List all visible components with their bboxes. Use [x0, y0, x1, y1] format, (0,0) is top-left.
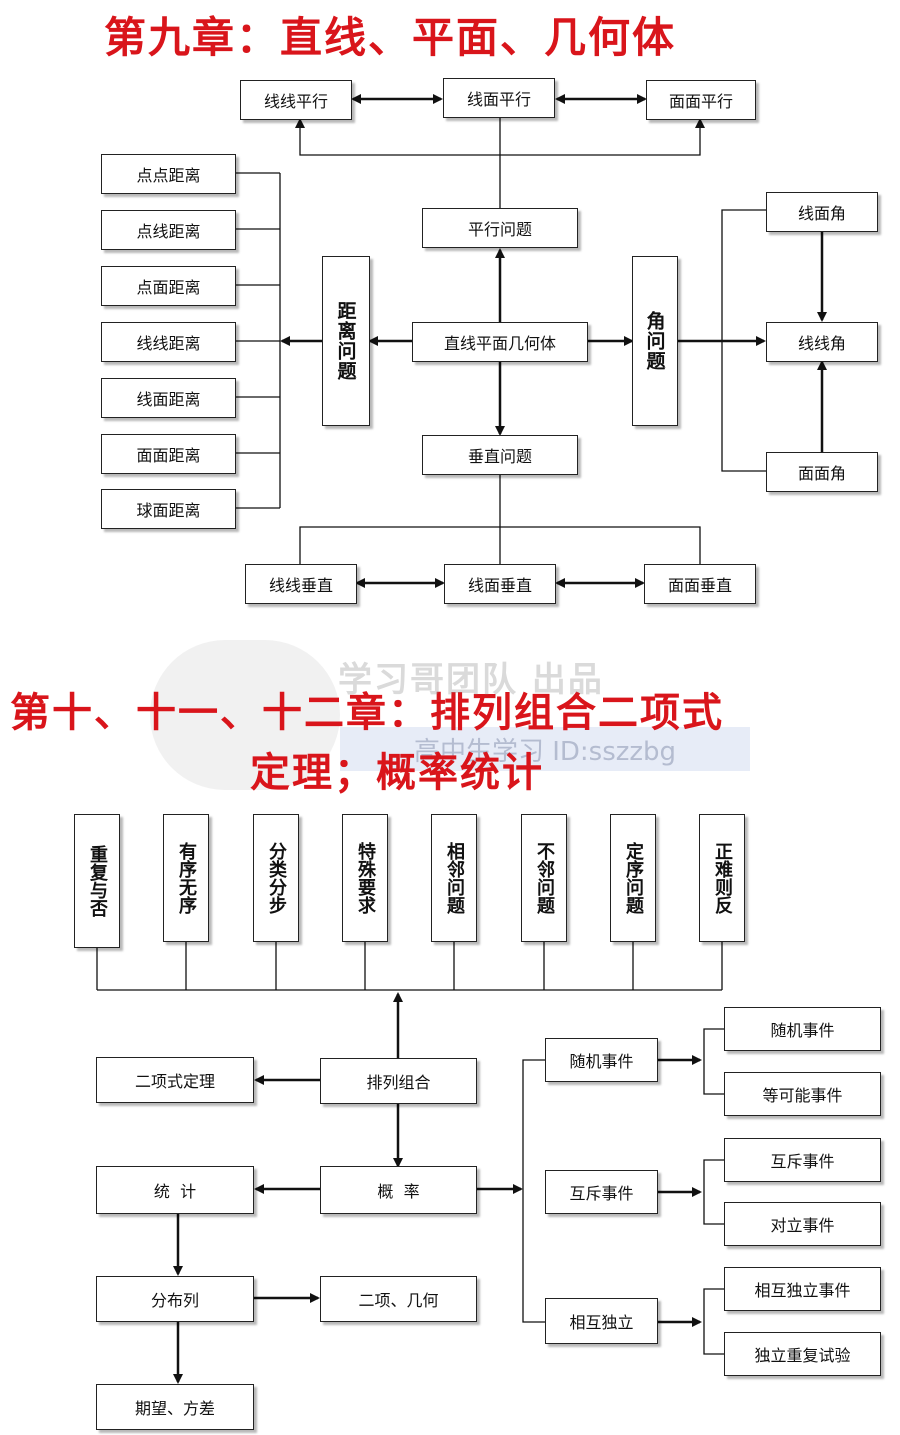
parallel-line-plane: 线面平行: [443, 78, 555, 118]
perp-line-line: 线线垂直: [245, 564, 357, 604]
watermark-team: 学习哥团队 出品: [338, 660, 604, 700]
parallel-plane-plane: 面面平行: [646, 80, 756, 120]
distance-line-line: 线线距离: [101, 322, 236, 362]
method-order: 有序无序: [163, 814, 209, 942]
probability: 概 率: [320, 1166, 477, 1214]
chapter-9-title: 第九章：直线、平面、几何体: [104, 13, 677, 62]
binomial-theorem: 二项式定理: [96, 1057, 254, 1103]
independent-event-item: 相互独立事件: [724, 1267, 881, 1311]
angle-line-line: 线线角: [766, 322, 878, 362]
watermark-mascot: [150, 640, 340, 790]
complementary-event: 对立事件: [724, 1202, 881, 1246]
distance-point-plane: 点面距离: [101, 266, 236, 306]
method-classify: 分类分步: [253, 814, 299, 942]
perp-plane-plane: 面面垂直: [644, 564, 756, 604]
method-nonadjacent: 不邻问题: [521, 814, 567, 942]
perp-line-plane: 线面垂直: [444, 564, 556, 604]
distribution: 分布列: [96, 1276, 254, 1322]
expectation-variance: 期望、方差: [96, 1384, 254, 1430]
method-fixed-order: 定序问题: [610, 814, 656, 942]
random-event-item: 随机事件: [724, 1007, 881, 1051]
distance-point-line: 点线距离: [101, 210, 236, 250]
statistics: 统 计: [96, 1166, 254, 1214]
event-random: 随机事件: [545, 1038, 658, 1082]
method-complement: 正难则反: [699, 814, 745, 942]
event-exclusive: 互斥事件: [545, 1170, 658, 1214]
distance-sphere: 球面距离: [101, 489, 236, 529]
angle-plane-plane: 面面角: [766, 452, 878, 492]
event-independent: 相互独立: [545, 1298, 658, 1344]
parallel-problem: 平行问题: [422, 208, 578, 248]
perpendicular-problem: 垂直问题: [422, 435, 578, 475]
method-repeat: 重复与否: [74, 814, 120, 948]
distance-problem: 距离问题: [322, 256, 370, 426]
method-adjacent: 相邻问题: [431, 814, 477, 942]
angle-problem: 角问题: [632, 256, 678, 426]
binomial-geometric: 二项、几何: [320, 1276, 477, 1322]
chapter-10-title-line1: 第十、十一、十二章：排列组合二项式: [10, 689, 724, 736]
repeated-trials: 独立重复试验: [724, 1332, 881, 1376]
equally-likely-event: 等可能事件: [724, 1072, 881, 1116]
parallel-line-line: 线线平行: [240, 80, 352, 120]
distance-point-point: 点点距离: [101, 154, 236, 194]
exclusive-event-item: 互斥事件: [724, 1138, 881, 1182]
permutation-combination: 排列组合: [320, 1058, 477, 1104]
distance-plane-plane: 面面距离: [101, 434, 236, 474]
center-topic: 直线平面几何体: [412, 322, 588, 362]
watermark-id: 高中生学习 ID:sszzbg: [340, 727, 750, 771]
distance-line-plane: 线面距离: [101, 378, 236, 418]
method-special: 特殊要求: [342, 814, 388, 942]
angle-line-plane: 线面角: [766, 192, 878, 232]
chapter-10-title-line2: 定理；概率统计: [250, 749, 544, 796]
